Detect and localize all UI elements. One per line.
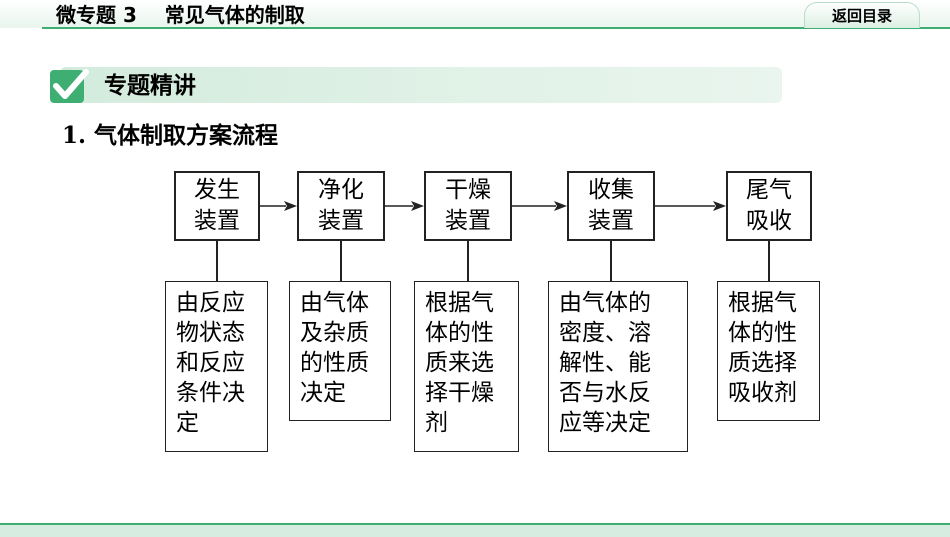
stage-label-line2: 装置 <box>318 208 364 234</box>
description-line: 吸收剂 <box>728 380 797 406</box>
stage-label-line1: 净化 <box>318 177 364 203</box>
stage-box-generation: 发生 装置 <box>174 171 260 241</box>
stage-label-line2: 装置 <box>445 208 491 234</box>
description-line: 解性、能 <box>559 350 651 376</box>
section-header-bar <box>60 67 782 103</box>
description-line: 由气体的 <box>559 290 651 316</box>
description-line: 质选择 <box>728 350 797 376</box>
section-title: 专题精讲 <box>104 73 196 99</box>
description-box-drying: 根据气 体的性 质来选 择干燥 剂 <box>414 281 519 452</box>
description-box-collection: 由气体的 密度、溶 解性、能 否与水反 应等决定 <box>548 281 688 452</box>
stage-box-purification: 净化 装置 <box>297 171 385 241</box>
description-line: 密度、溶 <box>559 320 651 346</box>
stage-label-line1: 发生 <box>194 177 240 203</box>
connector-line <box>610 241 612 281</box>
header-underline <box>42 27 950 29</box>
check-icon <box>50 69 89 103</box>
description-line: 否与水反 <box>559 380 651 406</box>
connector-line <box>467 241 469 281</box>
stage-box-collection: 收集 装置 <box>567 171 655 241</box>
return-to-contents-button[interactable]: 返回目录 <box>804 2 920 28</box>
stage-label-line1: 尾气 <box>746 177 792 203</box>
description-line: 质来选 <box>425 350 494 376</box>
description-line: 由气体 <box>300 290 369 316</box>
description-line: 决定 <box>300 380 346 406</box>
description-line: 物状态 <box>176 320 245 346</box>
description-line: 由反应 <box>176 290 245 316</box>
stage-label-line2: 吸收 <box>746 208 792 234</box>
description-box-purification: 由气体 及杂质 的性质 决定 <box>289 281 391 421</box>
page-title: 微专题 3 常见气体的制取 <box>56 3 305 27</box>
flow-arrow <box>385 201 424 211</box>
description-line: 择干燥 <box>425 380 494 406</box>
description-box-generation: 由反应 物状态 和反应 条件决 定 <box>165 281 268 452</box>
connector-line <box>216 241 218 281</box>
description-line: 定 <box>176 410 199 436</box>
flow-arrow <box>655 201 726 211</box>
stage-label-line2: 装置 <box>588 208 634 234</box>
description-line: 和反应 <box>176 350 245 376</box>
footer-band <box>0 523 950 537</box>
description-line: 应等决定 <box>559 410 651 436</box>
stage-label-line1: 收集 <box>588 177 634 203</box>
description-line: 及杂质 <box>300 320 369 346</box>
description-line: 体的性 <box>425 320 494 346</box>
stage-label-line1: 干燥 <box>445 177 491 203</box>
description-line: 体的性 <box>728 320 797 346</box>
flow-arrow <box>512 201 567 211</box>
header-band <box>0 0 950 28</box>
stage-box-drying: 干燥 装置 <box>424 171 512 241</box>
description-line: 剂 <box>425 410 448 436</box>
connector-line <box>768 241 770 281</box>
description-line: 的性质 <box>300 350 369 376</box>
subsection-title: 1. 气体制取方案流程 <box>62 122 279 149</box>
connector-line <box>340 241 342 281</box>
description-line: 根据气 <box>728 290 797 316</box>
stage-box-tail-gas: 尾气 吸收 <box>726 171 812 241</box>
flow-arrow <box>260 201 297 211</box>
description-line: 根据气 <box>425 290 494 316</box>
stage-label-line2: 装置 <box>194 208 240 234</box>
description-line: 条件决 <box>176 380 245 406</box>
description-box-tail-gas: 根据气 体的性 质选择 吸收剂 <box>717 281 820 421</box>
